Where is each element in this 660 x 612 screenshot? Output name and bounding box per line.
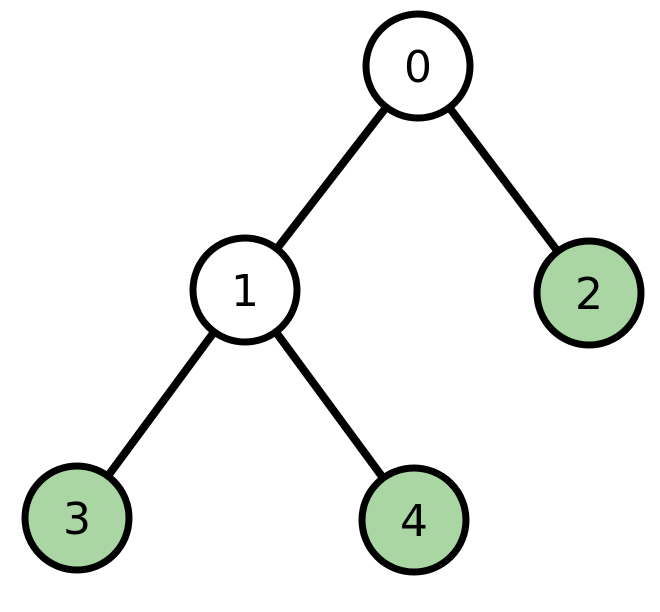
node-2-circle	[533, 237, 645, 349]
node-3-circle	[21, 462, 133, 574]
node-1-circle	[189, 234, 301, 346]
edges-layer	[73, 62, 593, 524]
node-3-label: 3	[63, 494, 91, 545]
node-0-circle	[362, 10, 474, 122]
labels-layer: 0 1 2 3 4	[63, 42, 603, 547]
node-4-label: 4	[400, 496, 428, 547]
node-2-label: 2	[575, 269, 603, 320]
node-1-label: 1	[231, 266, 259, 317]
node-0-label: 0	[404, 42, 432, 93]
nodes-layer	[21, 10, 645, 576]
node-4-circle	[358, 464, 470, 576]
